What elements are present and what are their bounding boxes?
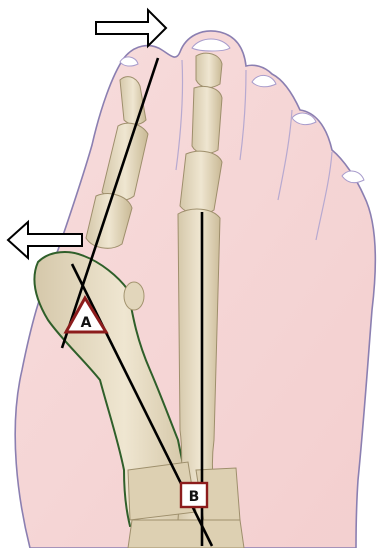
arrow-top bbox=[96, 10, 166, 46]
sesamoid-bone bbox=[124, 282, 144, 310]
second-toe-distal bbox=[196, 53, 222, 87]
second-toe-middle bbox=[192, 86, 222, 153]
angle-b-label: B bbox=[189, 489, 200, 505]
navicular-bone bbox=[128, 520, 244, 548]
arrow-right-shape bbox=[96, 10, 166, 46]
angle-a-label: A bbox=[81, 315, 92, 331]
angle-b-marker: B bbox=[181, 483, 207, 507]
